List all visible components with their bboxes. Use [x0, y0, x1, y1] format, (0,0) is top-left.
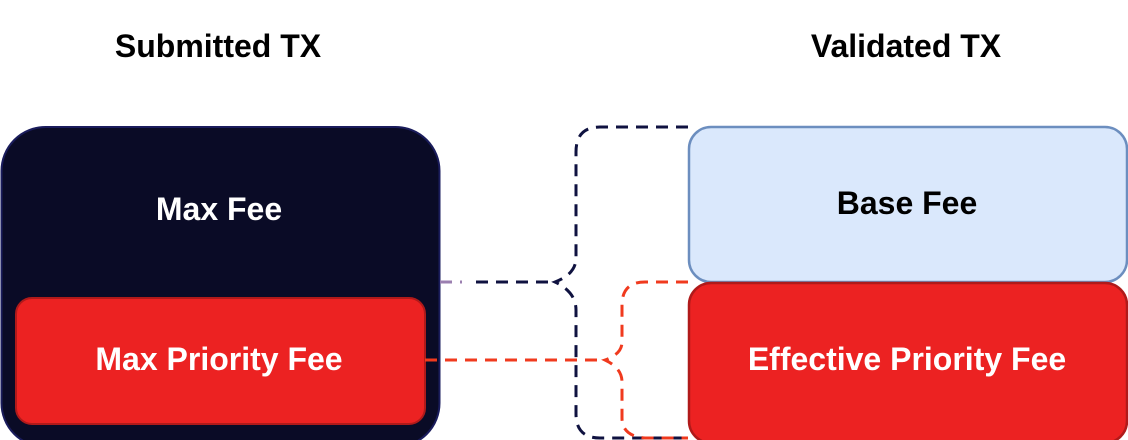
- effective-priority-fee-box: [687, 281, 1128, 440]
- priority-fee-brace: [601, 280, 688, 440]
- heading-validated-tx: Validated TX: [811, 28, 1002, 64]
- effective-priority-fee-label: Effective Priority Fee: [748, 341, 1066, 377]
- max-priority-fee-label: Max Priority Fee: [95, 341, 342, 377]
- total-fee-brace: [551, 125, 688, 440]
- heading-submitted-tx: Submitted TX: [115, 28, 322, 64]
- max-fee-label: Max Fee: [156, 191, 282, 227]
- base-fee-label: Base Fee: [837, 185, 978, 221]
